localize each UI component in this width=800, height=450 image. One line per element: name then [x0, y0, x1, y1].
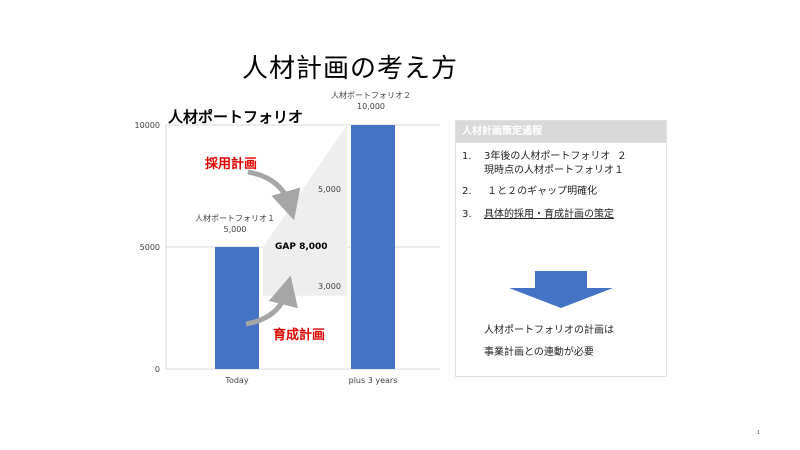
training-arrow-icon — [245, 275, 298, 327]
note-line-1: 人材ポートフォリオの計画は — [484, 325, 614, 336]
y-tick-label: 0 — [155, 365, 160, 374]
bar-label-future-value: 10,000 — [357, 102, 385, 111]
bar-label-future-name: 人材ポートフォリオ２ — [331, 91, 411, 100]
bar-label-future: 人材ポートフォリオ２ 10,000 — [316, 90, 426, 112]
page-number: 1 — [756, 430, 760, 436]
recruitment-arrow-icon — [247, 169, 301, 221]
note-line-2: 事業計画との連動が必要 — [484, 347, 594, 358]
step-2-number: 2. — [462, 186, 472, 197]
bar-2 — [351, 125, 395, 369]
page-title: 人材計画の考え方 — [241, 54, 458, 84]
x-tick-label: Today — [224, 376, 248, 385]
step-1-number: 1. — [462, 151, 472, 162]
gap-label: GAP 8,000 — [275, 242, 328, 252]
gap-upper-value: 5,000 — [318, 185, 341, 194]
step-3-text: 具体的採用・育成計画の策定 — [484, 209, 614, 220]
step-2-text: １と２のギャップ明確化 — [484, 186, 598, 197]
planning-process-panel: 人材計画策定過程 1. 3年後の人材ポートフォリオ ２ 現時点の人材ポートフォリ… — [455, 120, 667, 377]
training-plan-label: 育成計画 — [273, 328, 326, 343]
step-2: 2. １と２のギャップ明確化 — [462, 185, 662, 201]
recruitment-plan-label: 採用計画 — [205, 157, 258, 172]
gap-lower-value: 3,000 — [318, 282, 341, 291]
bar-label-today-name: 人材ポートフォリオ１ — [195, 214, 275, 223]
down-arrow-icon — [509, 271, 613, 308]
step-1: 1. 3年後の人材ポートフォリオ ２ 現時点の人材ポートフォリオ１ — [462, 150, 662, 180]
portfolio-heading: 人材ポートフォリオ — [168, 108, 304, 126]
step-3: 3. 具体的採用・育成計画の策定 — [462, 208, 662, 224]
y-tick-label: 10000 — [135, 121, 160, 130]
bar-label-today: 人材ポートフォリオ１ 5,000 — [180, 213, 290, 235]
step-3-number: 3. — [462, 209, 472, 220]
x-tick-label: plus 3 years — [349, 376, 398, 385]
panel-header: 人材計画策定過程 — [456, 121, 666, 143]
bar-1 — [215, 247, 259, 369]
y-tick-label: 5000 — [140, 243, 160, 252]
step-1-text: 3年後の人材ポートフォリオ ２ 現時点の人材ポートフォリオ１ — [484, 151, 627, 176]
bar-label-today-value: 5,000 — [223, 225, 247, 234]
